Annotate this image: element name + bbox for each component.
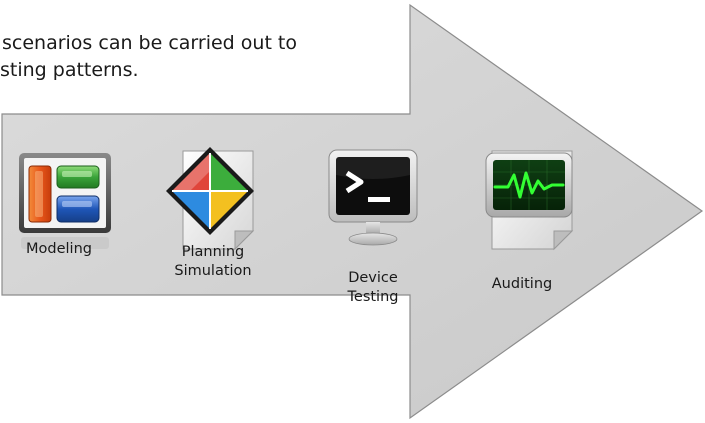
description-line-2: sting patterns.: [0, 59, 139, 81]
tool-modeling: Modeling: [10, 145, 120, 310]
tool-planning-simulation: Planning Simulation: [158, 145, 268, 310]
tool-device-testing: Device Testing: [318, 145, 428, 310]
tool-label: Device Testing: [347, 270, 399, 305]
description-text: scenarios can be carried out to sting pa…: [0, 30, 420, 84]
terminal-monitor-icon: [328, 149, 418, 246]
tool-label: Planning Simulation: [174, 244, 252, 279]
tool-auditing: Auditing: [475, 145, 585, 310]
modeling-icon: [19, 153, 111, 249]
planning-simulation-icon: [166, 147, 255, 251]
tool-label: Auditing: [491, 276, 553, 292]
description-line-1: scenarios can be carried out to: [2, 32, 298, 54]
tool-label: Modeling: [26, 241, 92, 257]
activity-monitor-icon: [485, 150, 574, 251]
